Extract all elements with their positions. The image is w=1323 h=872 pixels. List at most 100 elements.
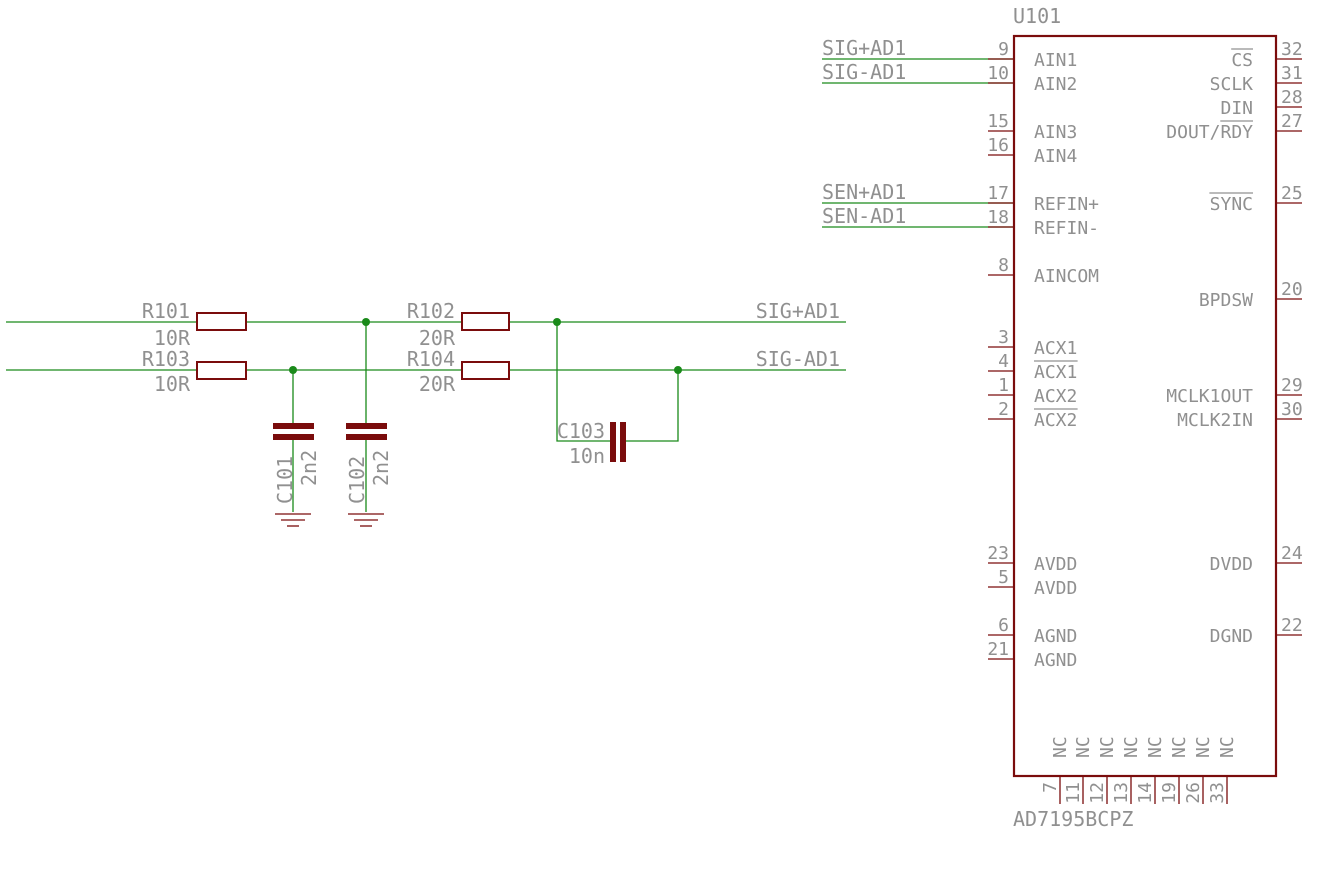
ic-body (1012, 34, 1278, 778)
capacitor-plate (346, 423, 387, 429)
pin-number: 27 (1281, 111, 1303, 132)
capacitor-ref: C102 (345, 456, 369, 504)
pin-name: ACX2 (1034, 410, 1077, 431)
pin-number: 12 (1087, 782, 1108, 804)
pin-name: AINCOM (1034, 266, 1099, 287)
ic-net-wires (822, 58, 1014, 228)
resistor-body (196, 361, 247, 380)
pin-number: 30 (1281, 399, 1303, 420)
pin-name: DVDD (1210, 554, 1253, 575)
net-label-sig-neg: SIG-AD1 (756, 347, 840, 371)
capacitor-c101[interactable]: C101 2n2 (273, 423, 321, 527)
resistor-ref: R103 (142, 347, 190, 371)
pin-number: 2 (998, 399, 1009, 420)
junction-dot (362, 318, 370, 326)
resistor-value: 10R (154, 372, 191, 396)
pin-name: NC (1193, 736, 1214, 758)
pin-name: MCLK2IN (1177, 410, 1253, 431)
resistor-body (461, 312, 510, 331)
pin-number: 24 (1281, 543, 1303, 564)
pin-number: 4 (998, 351, 1009, 372)
pin-name: ACX1 (1034, 362, 1077, 383)
pin-number: 33 (1207, 782, 1228, 804)
wire-c103-left (556, 322, 610, 442)
resistor-ref: R101 (142, 299, 190, 323)
pin-name: AIN1 (1034, 50, 1077, 71)
pin-name: ACX1 (1034, 338, 1077, 359)
pin-number: 22 (1281, 615, 1303, 636)
pin-name: DGND (1210, 626, 1253, 647)
pin-name: DIN (1220, 98, 1253, 119)
pin-name: AIN2 (1034, 74, 1077, 95)
junction-dot (289, 366, 297, 374)
capacitor-ref: C103 (557, 419, 605, 443)
resistor-r101[interactable]: R101 10R (142, 299, 247, 350)
pin-name: AGND (1034, 650, 1077, 671)
pin-number: 23 (987, 543, 1009, 564)
pin-name: ACX2 (1034, 386, 1077, 407)
pin-name: AVDD (1034, 578, 1077, 599)
pin-number: 5 (998, 567, 1009, 588)
capacitor-plate (610, 422, 616, 462)
capacitor-plate (273, 423, 314, 429)
pin-name: REFIN+ (1034, 194, 1099, 215)
pin-name: NC (1169, 736, 1190, 758)
ic-u101[interactable]: U101 AD7195BCPZ 9AIN110AIN215AIN316AIN41… (987, 4, 1302, 831)
pin-number: 14 (1135, 782, 1156, 804)
pin-number: 31 (1281, 63, 1303, 84)
resistor-ref: R102 (407, 299, 455, 323)
capacitor-value: 2n2 (297, 450, 321, 486)
capacitor-c103[interactable]: C103 10n (557, 419, 626, 468)
pin-number: 19 (1159, 782, 1180, 804)
pin-name: MCLK1OUT (1166, 386, 1253, 407)
pin-number: 13 (1111, 782, 1132, 804)
capacitor-value: 2n2 (369, 450, 393, 486)
pin-number: 6 (998, 615, 1009, 636)
pin-name: SCLK (1210, 74, 1254, 95)
pin-number: 11 (1063, 782, 1084, 804)
pin-number: 9 (998, 39, 1009, 60)
capacitor-plate (620, 422, 626, 462)
resistor-r102[interactable]: R102 20R (407, 299, 510, 350)
pin-name: DOUT/RDY (1166, 122, 1253, 143)
net-label-sen-neg: SEN-AD1 (822, 204, 906, 228)
pin-name: NC (1121, 736, 1142, 758)
left-pin-group: 9AIN110AIN215AIN316AIN417REFIN+18REFIN-8… (987, 39, 1099, 671)
pin-number: 18 (987, 207, 1009, 228)
capacitor-value: 10n (569, 444, 605, 468)
pin-number: 21 (987, 639, 1009, 660)
pin-number: 32 (1281, 39, 1303, 60)
resistor-value: 20R (419, 326, 456, 350)
resistor-value: 20R (419, 372, 456, 396)
pin-name: SYNC (1210, 194, 1253, 215)
capacitor-ref: C101 (273, 456, 297, 504)
filter-wires (6, 318, 846, 512)
pin-number: 25 (1281, 183, 1303, 204)
pin-name: AVDD (1034, 554, 1077, 575)
pin-number: 3 (998, 327, 1009, 348)
pin-number: 16 (987, 135, 1009, 156)
net-label-sig-pos: SIG+AD1 (756, 299, 840, 323)
ic-part-number: AD7195BCPZ (1013, 807, 1133, 831)
ground-icon (275, 513, 311, 527)
pin-name: NC (1073, 736, 1094, 758)
capacitor-plate (273, 434, 314, 440)
capacitor-c102[interactable]: C102 2n2 (345, 423, 393, 527)
pin-name: AIN3 (1034, 122, 1077, 143)
pin-number: 10 (987, 63, 1009, 84)
net-label-sig-neg: SIG-AD1 (822, 60, 906, 84)
resistor-r103[interactable]: R103 10R (142, 347, 247, 396)
resistor-r104[interactable]: R104 20R (407, 347, 510, 396)
pin-name: REFIN- (1034, 218, 1099, 239)
capacitor-plate (346, 434, 387, 440)
pin-name: NC (1217, 736, 1238, 758)
pin-number: 20 (1281, 279, 1303, 300)
junction-dot (553, 318, 561, 326)
pin-name: NC (1097, 736, 1118, 758)
pin-name: AGND (1034, 626, 1077, 647)
net-label-sig-pos: SIG+AD1 (822, 36, 906, 60)
resistor-body (196, 312, 247, 331)
resistor-ref: R104 (407, 347, 455, 371)
